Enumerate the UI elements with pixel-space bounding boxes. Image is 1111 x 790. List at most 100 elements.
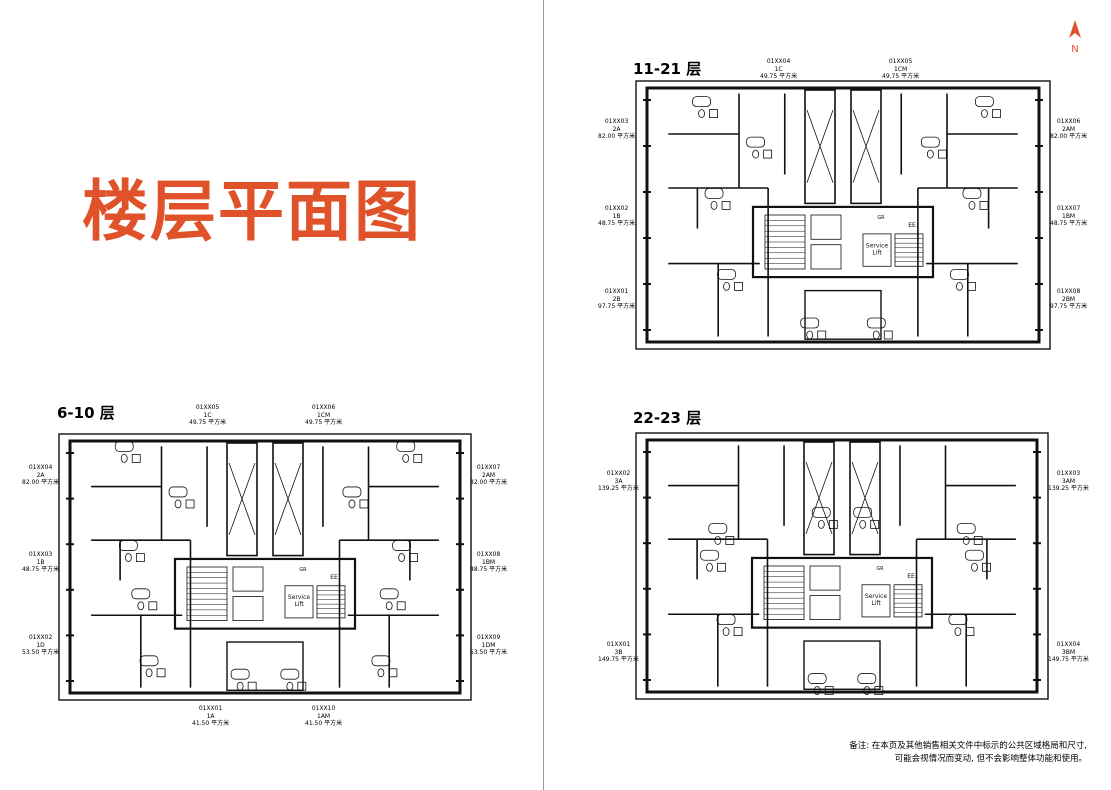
plan-title-11-21: 11-21 层 (633, 60, 702, 78)
bathtub-icon (811, 507, 831, 518)
exterior-wall (645, 86, 1041, 344)
plan-lines (58, 433, 472, 701)
bathtub-icon (700, 549, 719, 561)
plan-title-22-23: 22-23 层 (633, 409, 702, 427)
service-lift-label: Lift (294, 601, 304, 608)
shaft (804, 89, 836, 205)
exterior-wall (68, 439, 462, 695)
lift-car (810, 214, 842, 240)
toilet-icon (398, 553, 406, 562)
bathtub-icon (746, 136, 766, 148)
north-label: N (1071, 44, 1078, 55)
toilet-icon (872, 330, 880, 340)
bottom-shaft (804, 289, 882, 340)
bathtub-icon (857, 673, 877, 684)
plan-lines (635, 432, 1049, 700)
toilet-icon (124, 553, 132, 562)
bathtub-icon (379, 588, 399, 600)
sink-icon (413, 453, 423, 463)
gr-label: GR (877, 215, 885, 221)
service-lift-label: Lift (871, 600, 881, 607)
lift-car (810, 244, 842, 270)
sink-icon (725, 536, 735, 545)
bathtub-icon (807, 673, 827, 684)
bathtub-icon (168, 486, 188, 498)
toilet-icon (971, 562, 978, 572)
disclaimer-note: 备注: 在本页及其他销售相关文件中标示的公共区域格局和尺寸, 可能会视情况而变动… (849, 740, 1087, 766)
toilet-icon (137, 601, 145, 611)
bathtub-icon (965, 549, 984, 561)
sink-icon (721, 201, 731, 210)
sink-icon (135, 553, 145, 562)
bathtub-icon (692, 96, 711, 108)
toilet-icon (926, 149, 934, 159)
bathtub-icon (708, 523, 728, 534)
plan-lines (635, 80, 1051, 350)
toilet-icon (377, 668, 385, 678)
gr-label: GR (876, 566, 884, 572)
outer-boundary (635, 432, 1049, 700)
bathtub-icon (717, 268, 736, 280)
service-lift (862, 233, 892, 267)
ee-label: EE. (908, 222, 918, 229)
toilet-icon (981, 109, 988, 118)
sink-icon (247, 681, 257, 691)
shaft (272, 442, 304, 557)
stair-outline (316, 585, 346, 619)
toilet-icon (714, 536, 722, 545)
bathtub-icon (392, 540, 412, 551)
sink-icon (817, 330, 827, 340)
outer-boundary (58, 433, 472, 701)
service-lift-label: Service (865, 593, 887, 600)
shaft (850, 89, 882, 205)
shaft-cross (805, 461, 833, 534)
note-line: 可能会视情况而变动, 但不会影响整体功能和使用。 (894, 754, 1087, 764)
bathtub-icon (131, 588, 151, 600)
shaft-cross (806, 109, 834, 183)
bathtub-icon (396, 440, 416, 452)
shaft (849, 441, 881, 556)
sink-icon (359, 499, 369, 509)
sink-icon (185, 499, 195, 509)
shaft-cross (228, 462, 256, 535)
sink-icon (973, 536, 983, 545)
bathtub-icon (950, 268, 969, 280)
bathtub-icon (866, 317, 886, 329)
stair-outline (894, 233, 924, 267)
toilet-icon (706, 562, 713, 572)
toilet-icon (962, 536, 970, 545)
toilet-icon (817, 520, 825, 529)
bathtub-icon (920, 136, 940, 148)
bathtub-icon (371, 655, 391, 667)
bathtub-icon (114, 440, 134, 452)
bathtub-icon (230, 668, 250, 680)
toilet-icon (968, 201, 976, 210)
sink-icon (979, 201, 989, 210)
core-wall (750, 556, 934, 629)
bathtub-icon (716, 614, 736, 626)
toilet-icon (710, 201, 718, 210)
page-divider (543, 0, 544, 790)
toilet-icon (385, 601, 393, 611)
shaft-cross (852, 109, 880, 183)
lift-car (232, 566, 264, 592)
